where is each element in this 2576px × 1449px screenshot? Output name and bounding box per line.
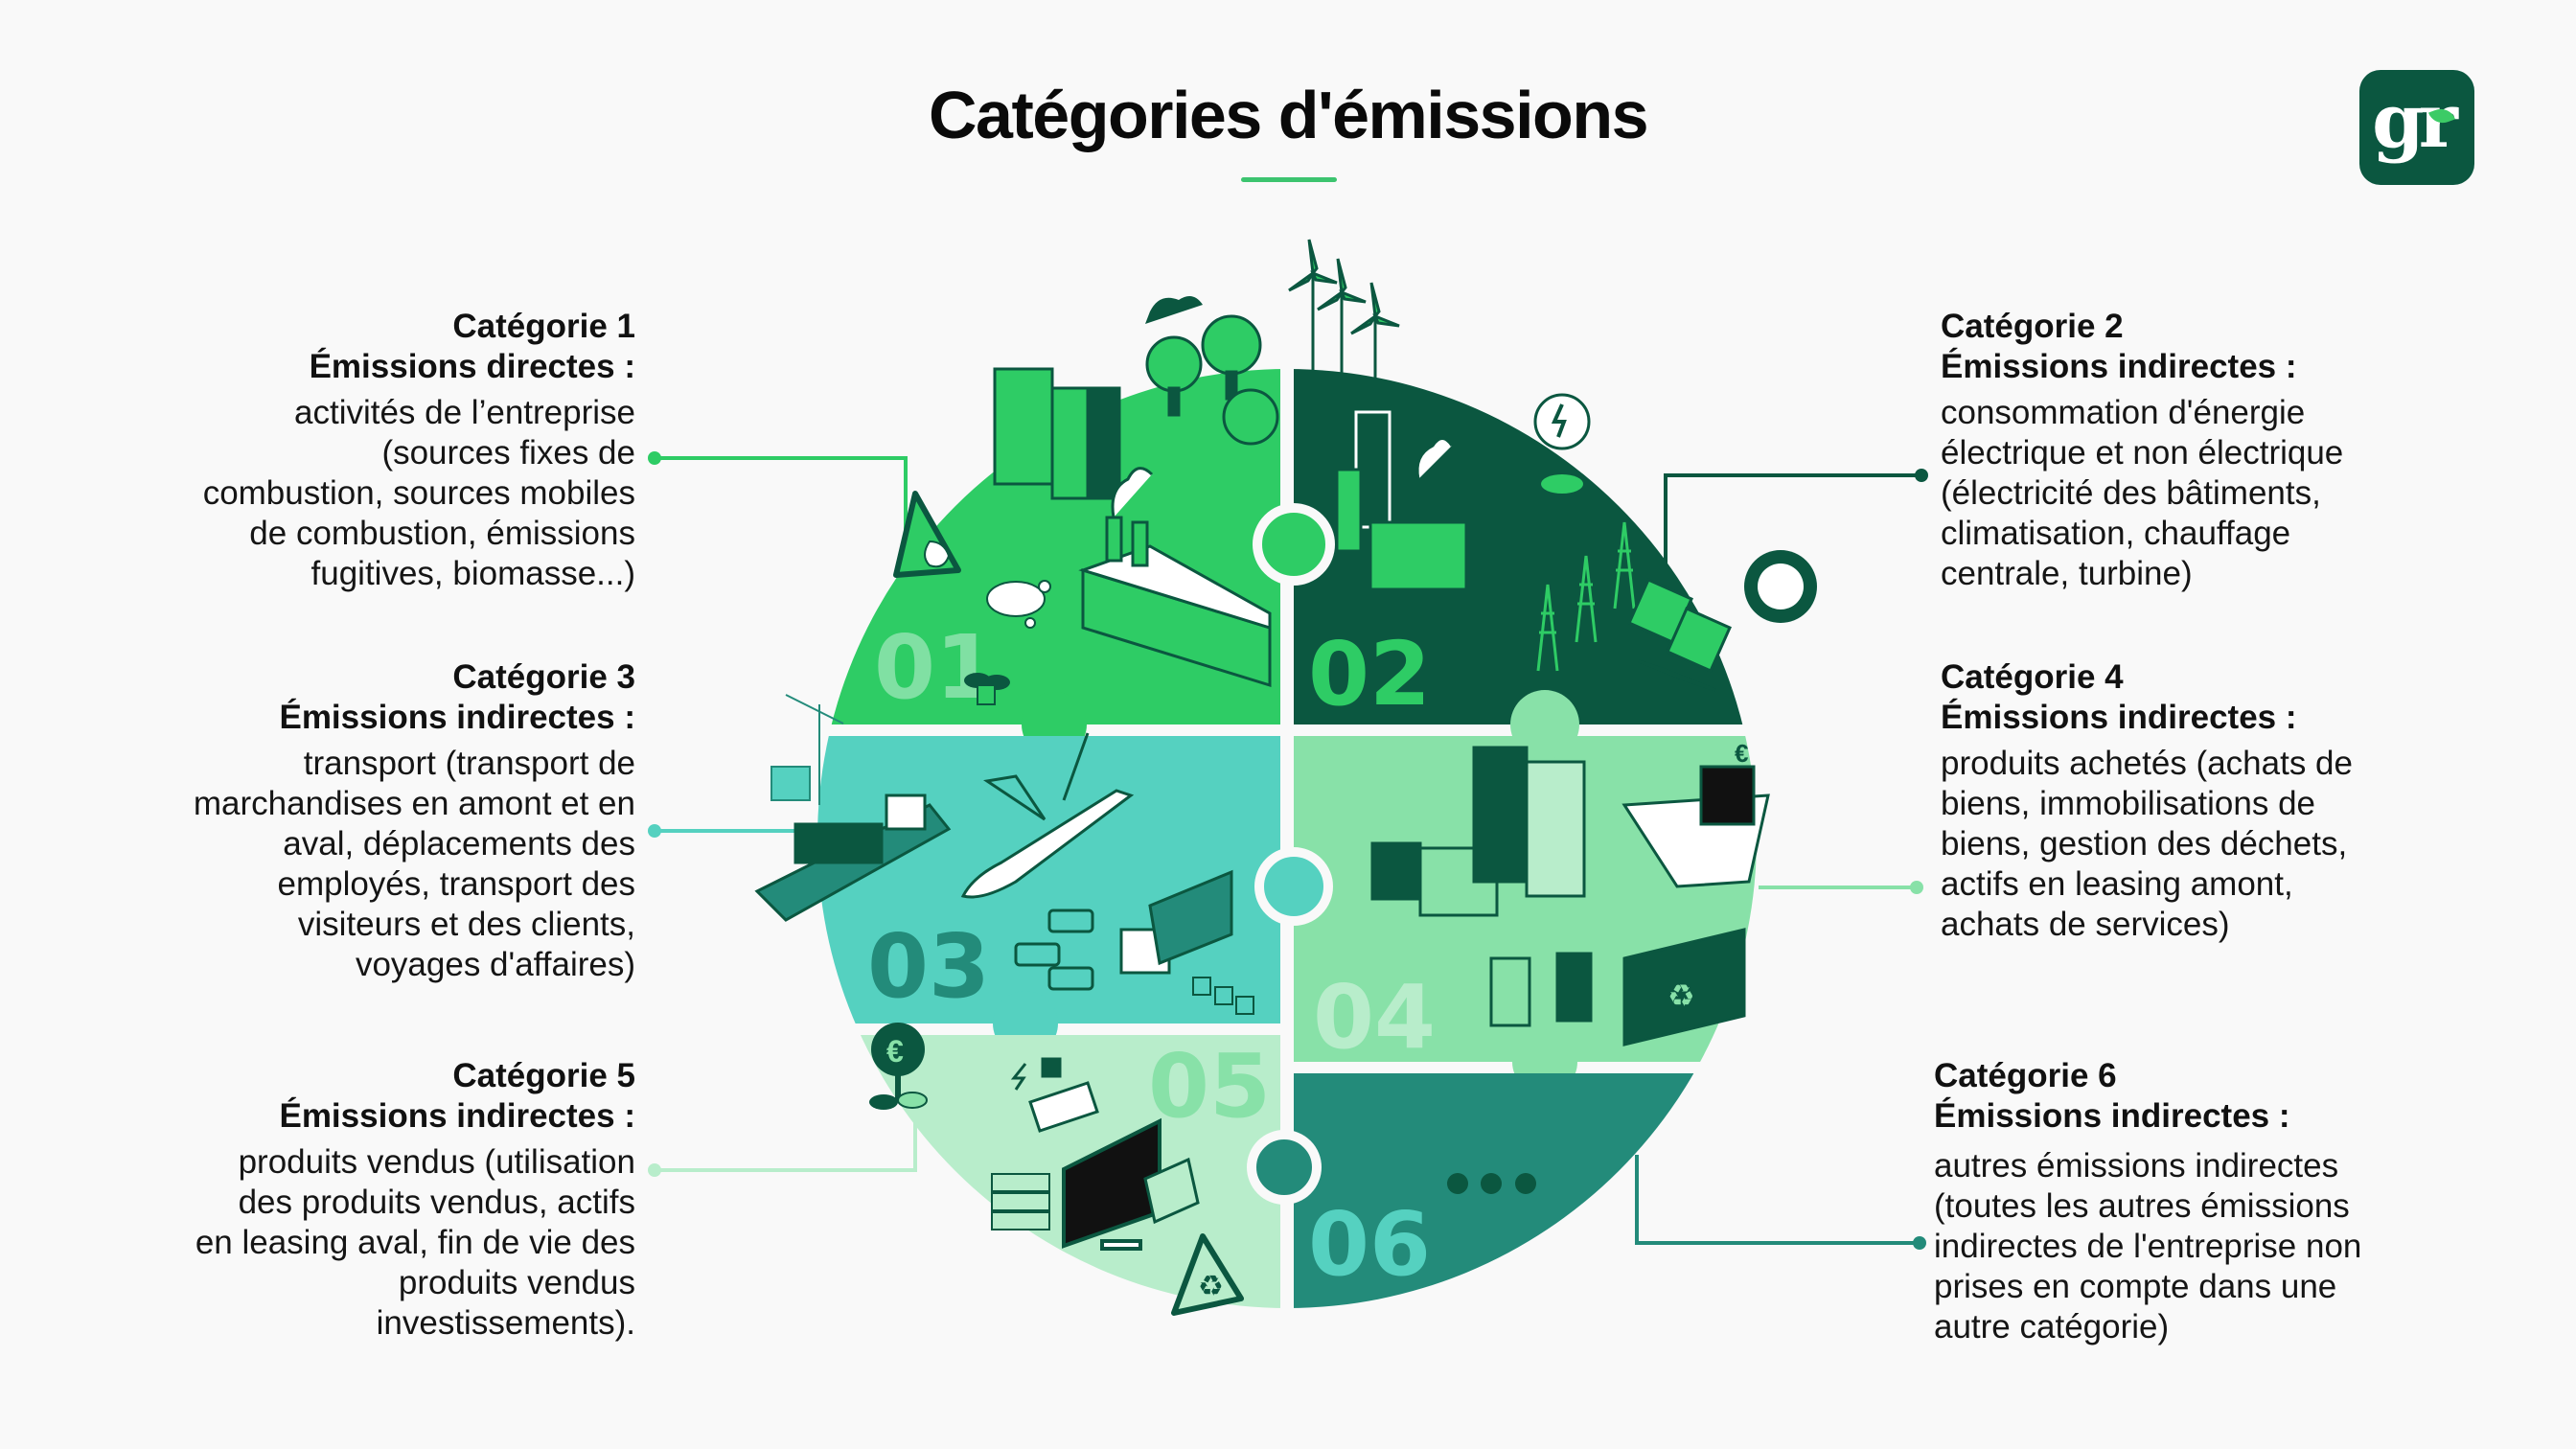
category-5-label: Catégorie 5 bbox=[452, 1057, 635, 1094]
crane-icon bbox=[770, 694, 844, 805]
page-title: Catégories d'émissions bbox=[928, 78, 1649, 152]
connector-cat2 bbox=[1664, 473, 1921, 589]
svg-text:€: € bbox=[1735, 739, 1748, 768]
ellipsis-icon bbox=[1447, 1173, 1536, 1194]
recycling-box-icon: ♻ bbox=[1622, 928, 1746, 1046]
solar-panel-icon bbox=[1627, 578, 1732, 692]
potted-plant-icon bbox=[964, 673, 1010, 705]
category-4-subtitle: Émissions indirectes : bbox=[1941, 699, 2297, 736]
category-2-subtitle: Émissions indirectes : bbox=[1941, 348, 2297, 385]
power-pylon-icon bbox=[1536, 521, 1636, 672]
wind-turbine-icon bbox=[1288, 239, 1400, 412]
airplane-icon bbox=[960, 732, 1135, 899]
boxes-icon bbox=[1192, 977, 1254, 1015]
svg-text:♻: ♻ bbox=[1668, 978, 1695, 1013]
category-1-text: Catégorie 1 Émissions directes : activit… bbox=[99, 307, 635, 594]
category-1-label: Catégorie 1 bbox=[452, 308, 635, 345]
piece-number-03: 03 bbox=[867, 915, 990, 1018]
power-plug-icon bbox=[1010, 1057, 1062, 1091]
category-2-label: Catégorie 2 bbox=[1941, 308, 2124, 345]
piece-number-01: 01 bbox=[874, 616, 997, 719]
piece-number-04: 04 bbox=[1313, 966, 1436, 1069]
category-5-subtitle: Émissions indirectes : bbox=[279, 1097, 635, 1135]
tab-01-into-02 bbox=[1253, 503, 1335, 586]
calculator-icon bbox=[1143, 1157, 1200, 1225]
category-6-label: Catégorie 6 bbox=[1934, 1057, 2117, 1094]
brand-logo: gr bbox=[2359, 70, 2474, 185]
category-4-label: Catégorie 4 bbox=[1941, 658, 2124, 696]
tree-icon bbox=[1145, 314, 1279, 446]
title-underline bbox=[1241, 177, 1337, 182]
svg-text:€: € bbox=[886, 1034, 904, 1069]
router-icon bbox=[1028, 1081, 1099, 1133]
piece-number-05: 05 bbox=[1148, 1035, 1271, 1138]
connector-cat6 bbox=[1635, 1155, 1920, 1245]
category-5-text: Catégorie 5 Émissions indirectes : produ… bbox=[99, 1056, 635, 1344]
smoke-puff-icon bbox=[986, 580, 1051, 629]
light-bulb-icon bbox=[1533, 393, 1591, 494]
shopping-basket-icon: € bbox=[1622, 739, 1770, 888]
cargo-ship-icon bbox=[754, 794, 952, 922]
category-2-description: consommation d'énergie électrique et non… bbox=[1941, 394, 2344, 592]
cars-icon bbox=[1014, 908, 1094, 991]
category-4-description: produits achetés (achats de biens, immob… bbox=[1941, 745, 2353, 943]
category-3-description: transport (transport de marchandises en … bbox=[193, 745, 635, 983]
sun-icon bbox=[1744, 550, 1817, 623]
category-3-text: Catégorie 3 Émissions indirectes : trans… bbox=[99, 657, 635, 985]
category-5-description: produits vendus (utilisation des produit… bbox=[195, 1143, 635, 1342]
office-building-icon bbox=[993, 367, 1121, 500]
svg-text:♻: ♻ bbox=[1198, 1271, 1224, 1302]
fire-warning-icon bbox=[893, 491, 961, 578]
category-6-description: autres émissions indirectes (toutes les … bbox=[1934, 1147, 2362, 1346]
delivery-truck-icon bbox=[1119, 869, 1233, 975]
category-3-label: Catégorie 3 bbox=[452, 658, 635, 696]
category-2-text: Catégorie 2 Émissions indirectes : conso… bbox=[1941, 307, 2477, 594]
category-1-subtitle: Émissions directes : bbox=[309, 348, 635, 385]
category-6-subtitle: Émissions indirectes : bbox=[1934, 1097, 2290, 1135]
cloud-icon bbox=[1145, 296, 1203, 324]
piece-number-02: 02 bbox=[1308, 623, 1431, 725]
server-stack-icon bbox=[991, 1173, 1050, 1230]
category-4-text: Catégorie 4 Émissions indirectes : produ… bbox=[1941, 657, 2477, 945]
recycling-sign-icon: ♻ bbox=[1171, 1233, 1244, 1316]
connector-cat1 bbox=[655, 456, 908, 537]
category-1-description: activités de l’entreprise (sources fixes… bbox=[202, 394, 635, 592]
power-plant-icon bbox=[1335, 410, 1468, 591]
connector-lines bbox=[648, 451, 1928, 1250]
category-3-subtitle: Émissions indirectes : bbox=[279, 699, 635, 736]
euro-plant-icon: € bbox=[869, 1023, 928, 1110]
factory-icon bbox=[1078, 467, 1272, 688]
category-6-text: Catégorie 6 Émissions indirectes : autre… bbox=[1934, 1056, 2509, 1347]
piece-number-06: 06 bbox=[1308, 1193, 1431, 1296]
tab-06-into-05 bbox=[1247, 1130, 1322, 1205]
tall-building-icon bbox=[1472, 746, 1586, 898]
trash-bin-icon bbox=[1489, 952, 1593, 1027]
tab-03-into-04 bbox=[1254, 847, 1333, 926]
